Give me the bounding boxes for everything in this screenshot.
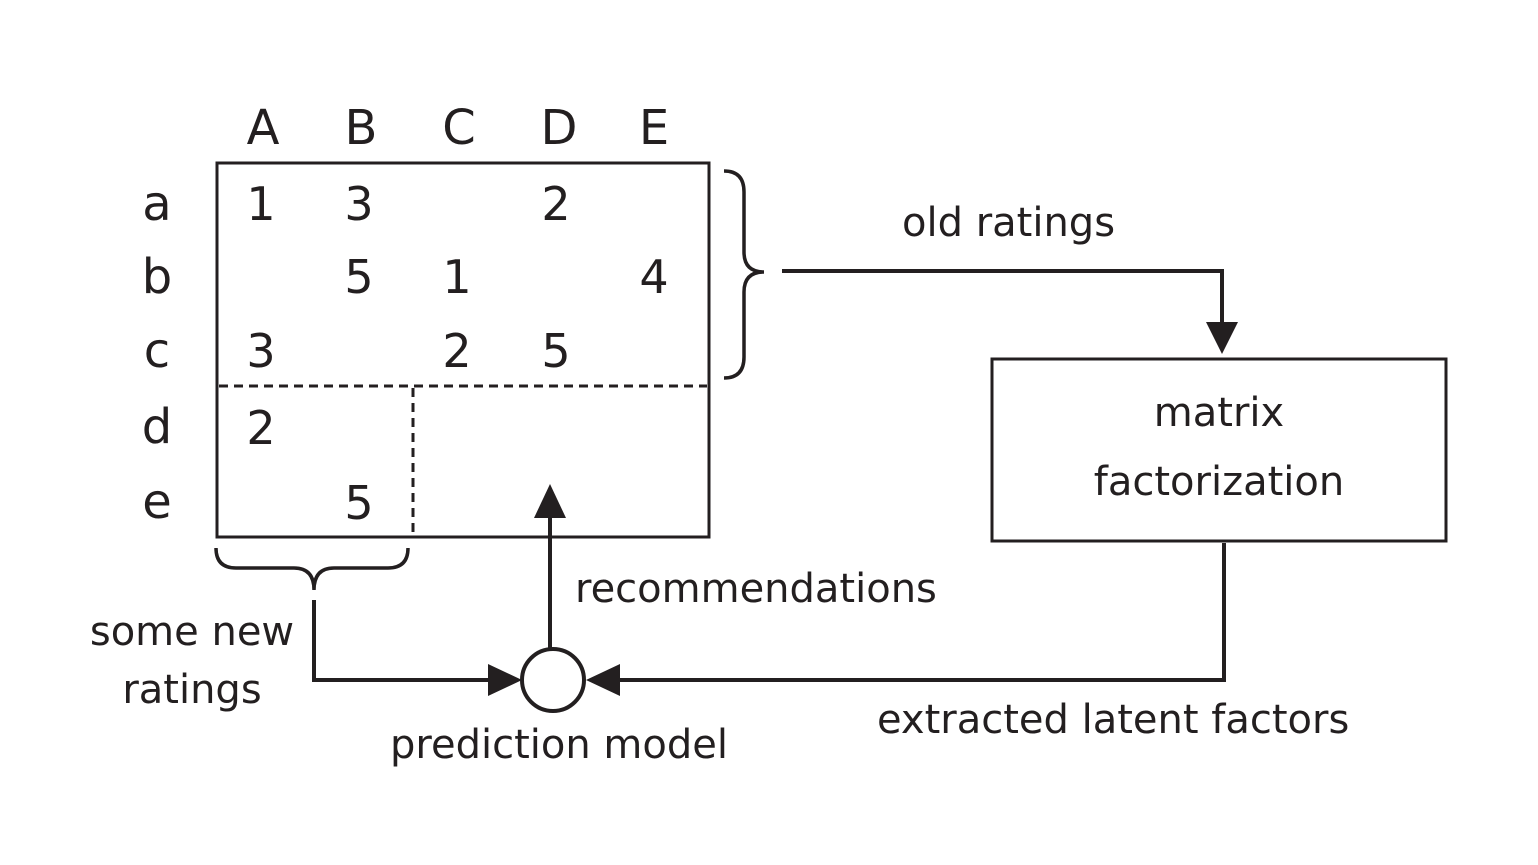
cell-a-A: 1 (246, 177, 276, 231)
extracted-latent-factors-label: extracted latent factors (877, 697, 1350, 743)
row-header-e: e (142, 474, 172, 530)
old-ratings-label: old ratings (902, 200, 1116, 246)
cell-c-A: 3 (246, 324, 276, 378)
cell-a-D: 2 (541, 177, 571, 231)
column-header-b: B (344, 100, 378, 156)
recommendations-arrowhead (534, 484, 566, 518)
latent-factors-arrowhead (586, 664, 620, 696)
cell-a-B: 3 (344, 177, 374, 231)
cell-c-D: 5 (541, 324, 571, 378)
cell-c-C: 2 (442, 324, 472, 378)
latent-factors-arrow (600, 543, 1226, 682)
matrix-factorization-label-line2: factorization (1093, 459, 1345, 505)
matrix-factorization-label-line1: matrix (1153, 390, 1285, 436)
prediction-model-label: prediction model (390, 722, 728, 768)
prediction-model-node (520, 647, 586, 713)
new-ratings-arrow (312, 600, 500, 682)
column-header-a: A (246, 100, 280, 156)
row-header-b: b (141, 249, 173, 305)
new-ratings-arrowhead (488, 664, 522, 696)
old-ratings-arrow (782, 269, 1224, 350)
cell-d-A: 2 (246, 401, 276, 455)
old-ratings-arrowhead (1206, 322, 1238, 354)
row-header-a: a (142, 176, 172, 232)
cell-b-B: 5 (344, 250, 374, 304)
row-header-d: d (141, 399, 173, 455)
cell-b-C: 1 (442, 250, 472, 304)
column-header-d: D (540, 100, 578, 156)
some-new-ratings-label-line2: ratings (122, 667, 262, 713)
column-header-e: E (638, 100, 670, 156)
cell-e-B: 5 (344, 476, 374, 530)
matrix-factorization-box (990, 357, 1448, 543)
old-ratings-brace (723, 169, 765, 380)
cell-b-E: 4 (639, 250, 669, 304)
some-new-ratings-label-line1: some new (89, 609, 295, 655)
recommendations-label: recommendations (575, 566, 937, 612)
column-header-c: C (442, 100, 476, 156)
row-header-c: c (143, 323, 171, 379)
new-ratings-brace (214, 547, 410, 591)
rating-matrix-box (215, 161, 711, 539)
